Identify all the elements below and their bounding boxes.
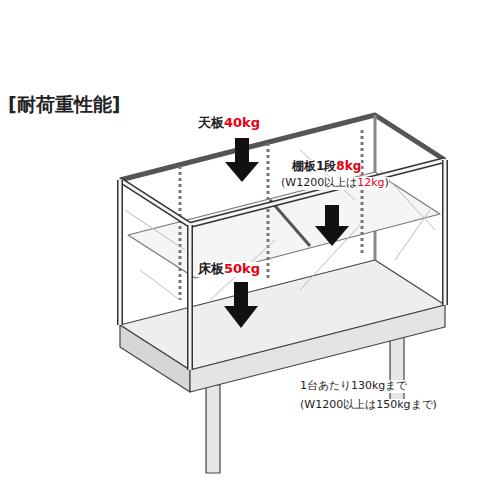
load-label: 棚板1段 [292, 160, 336, 174]
shelf [128, 172, 440, 278]
load-label: ) [385, 177, 389, 190]
base-side [120, 325, 190, 392]
section-title: [耐荷重性能] [8, 92, 120, 118]
load-value: 50kg [224, 262, 260, 277]
label-line: (W1200以上は150kgまで) [300, 399, 437, 412]
label-line: 床板50kg [198, 262, 260, 277]
top-frame-front [120, 160, 445, 225]
leg [206, 385, 220, 473]
load-value: 12kg [357, 177, 384, 190]
label-line: 1台あたり130kgまで [300, 380, 407, 393]
load-label: 天板 [198, 116, 224, 131]
load-label: 1台あたり130kgまで [300, 380, 407, 393]
load-label: (W1200以上は150kgまで) [300, 399, 437, 412]
load-arrow [224, 138, 349, 328]
load-value: 40kg [224, 116, 260, 131]
label-line: (W1200以上は12kg) [281, 177, 389, 190]
load-value: 8kg [336, 160, 361, 174]
label-line: 天板40kg [198, 116, 260, 131]
load-label: 床板 [198, 262, 224, 277]
load-label: (W1200以上は [281, 177, 357, 190]
base-front [190, 305, 445, 392]
label-line: 棚板1段8kg [292, 160, 361, 174]
